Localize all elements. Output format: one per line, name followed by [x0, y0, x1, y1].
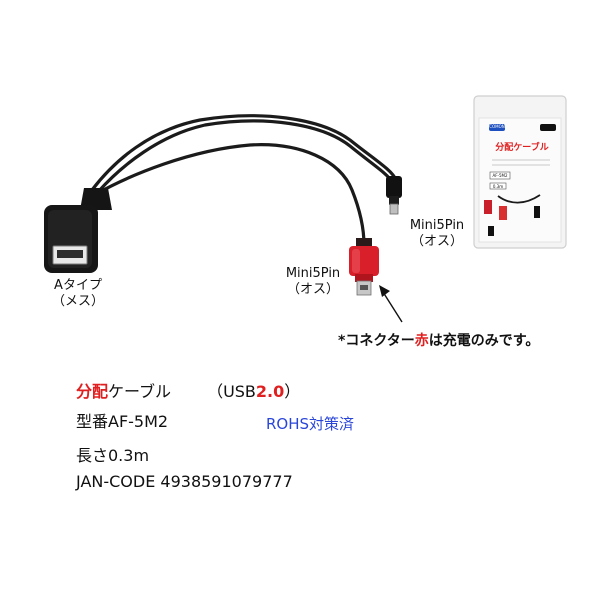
label-mini5pin-black-sub: （オス） — [410, 234, 463, 249]
label-a-type-sub: （メス） — [51, 294, 104, 309]
cable-black — [90, 114, 398, 247]
mini5pin-black-connector — [386, 176, 402, 215]
package-brand: COMON — [489, 124, 505, 129]
label-a-type: Aタイプ （メス） — [48, 278, 108, 310]
product-title: 分配ケーブル （USB2.0） — [76, 382, 300, 402]
package-thumbnail — [473, 95, 567, 249]
model-line: 型番AF-5M2 — [76, 412, 169, 431]
label-mini5pin-black: Mini5Pin （オス） — [402, 218, 472, 250]
package-model: AF-5M2 — [492, 173, 508, 178]
label-mini5pin-red-main: Mini5Pin — [285, 266, 341, 281]
usb-close: ） — [284, 382, 301, 401]
jan-code-line: JAN-CODE 4938591079777 — [76, 472, 293, 491]
package-length: 0.3m — [492, 184, 504, 189]
charging-note-prefix: *コネクター — [338, 333, 415, 349]
package-title: 分配ケーブル — [495, 143, 549, 153]
label-mini5pin-black-main: Mini5Pin — [409, 218, 465, 233]
rohs-badge: ROHS対策済 — [266, 415, 355, 433]
mini5pin-red-connector — [349, 238, 379, 296]
label-mini5pin-red-sub: （オス） — [286, 282, 339, 297]
usb-open: （USB — [207, 382, 256, 401]
charging-note-suffix: は充電のみです。 — [428, 333, 540, 349]
label-mini5pin-red: Mini5Pin （オス） — [278, 266, 348, 298]
title-black-part: ケーブル — [108, 382, 172, 401]
usb-version: 2.0 — [255, 382, 285, 401]
charging-note-red-word: 赤 — [414, 333, 429, 349]
usb-a-female-connector — [44, 188, 112, 273]
arrow-icon — [379, 285, 403, 323]
length-line: 長さ0.3m — [76, 446, 150, 465]
charging-note: *コネクター赤は充電のみです。 — [338, 330, 539, 350]
label-a-type-main: Aタイプ — [54, 278, 102, 293]
title-red-part: 分配 — [76, 382, 109, 401]
